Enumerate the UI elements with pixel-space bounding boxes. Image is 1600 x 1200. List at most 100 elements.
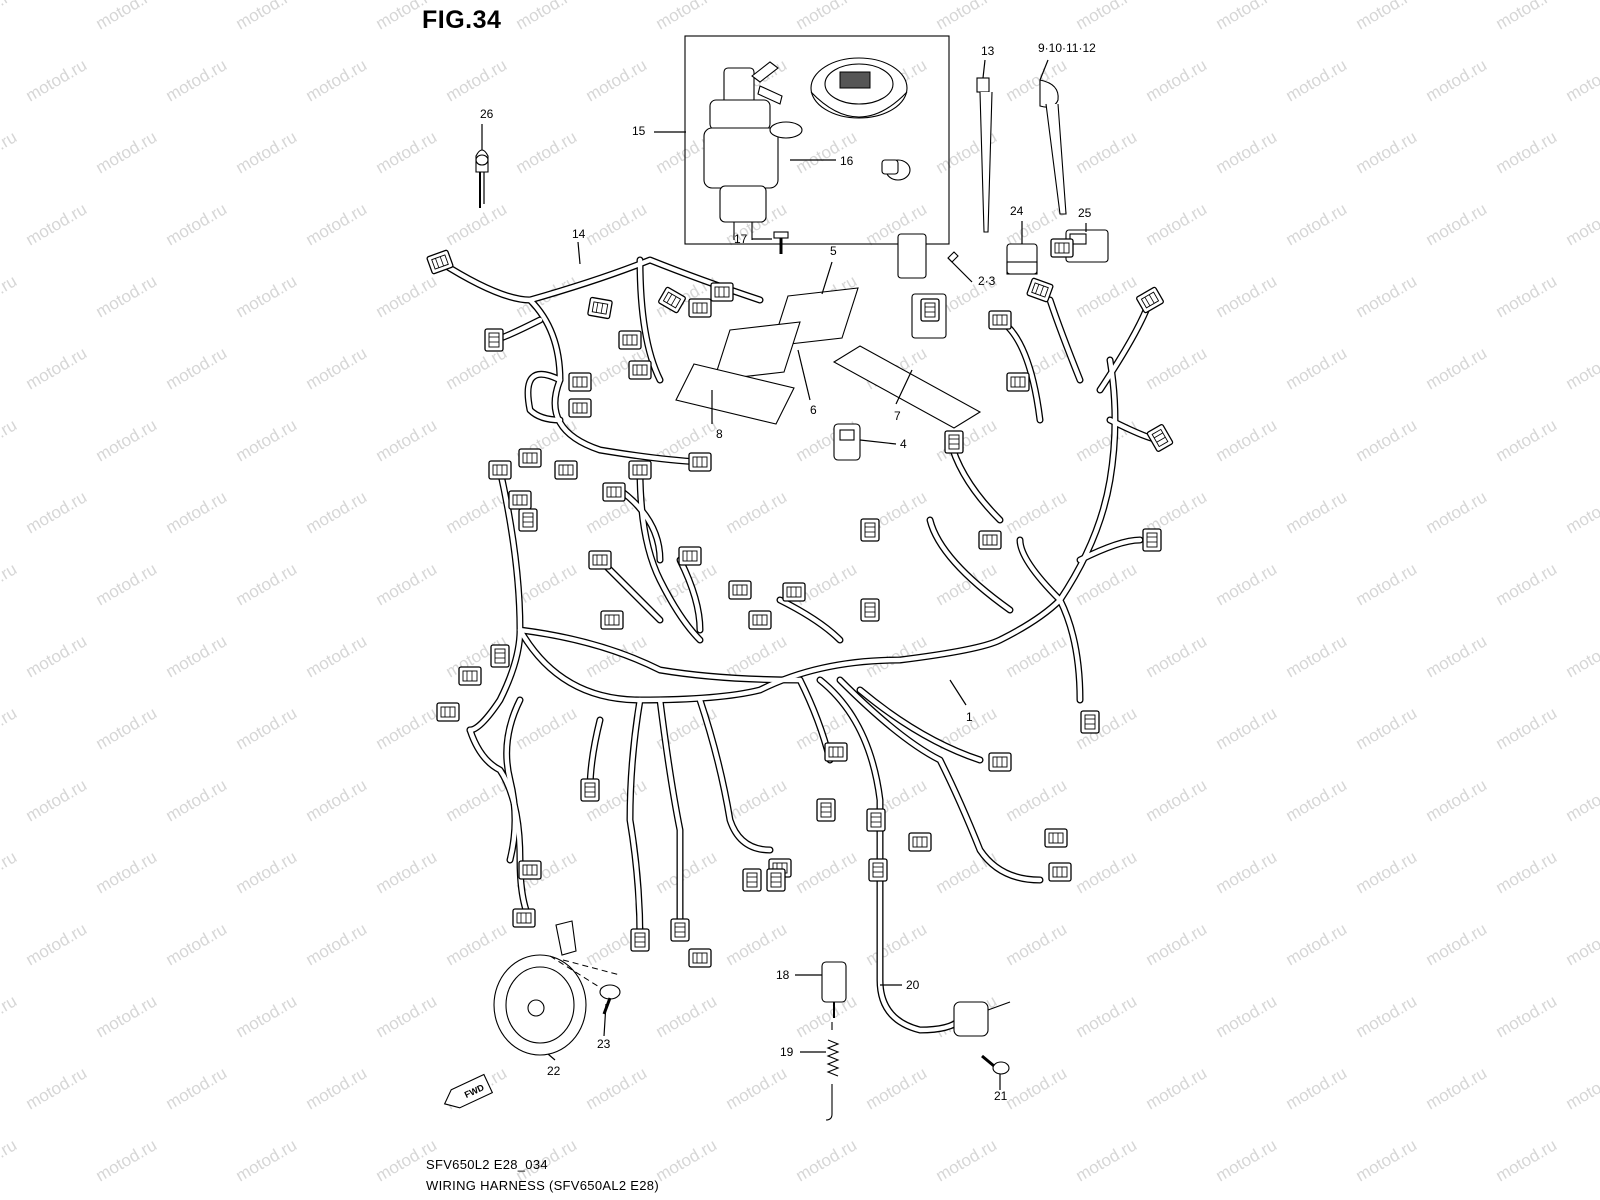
watermark-text: motod.ru [233, 415, 301, 465]
watermark-text: motod.ru [583, 55, 651, 105]
watermark-text: motod.ru [1493, 271, 1561, 321]
leader-line [797, 349, 811, 401]
watermark-text: motod.ru [373, 127, 441, 177]
watermark-text: motod.ru [93, 847, 161, 897]
watermark-text: motod.ru [1283, 55, 1351, 105]
watermark-text: motod.ru [653, 1135, 721, 1185]
watermark-text: motod.ru [1143, 343, 1211, 393]
harness-wire-inner [837, 677, 1043, 883]
watermark-text: motod.ru [443, 55, 511, 105]
watermark-text: motod.ru [1283, 919, 1351, 969]
watermark-text: motod.ru [723, 487, 791, 537]
watermark-text: motod.ru [793, 1135, 861, 1185]
label-sheet-6 [713, 321, 801, 381]
callout-label: 26 [480, 107, 494, 121]
watermark-text: motod.ru [0, 0, 20, 33]
watermark-text: motod.ru [933, 1135, 1001, 1185]
watermark-text: motod.ru [653, 991, 721, 1041]
watermark-text: motod.ru [1423, 487, 1491, 537]
watermark-text: motod.ru [93, 991, 161, 1041]
watermark-text: motod.ru [1143, 1063, 1211, 1113]
harness-connector-icon [508, 490, 532, 510]
watermark-text: motod.ru [1073, 415, 1141, 465]
leader-line [821, 261, 833, 295]
lock-cylinder-icon [881, 159, 911, 181]
harness-connector-icon [568, 372, 592, 392]
watermark-text: motod.ru [23, 55, 91, 105]
watermark-text: motod.ru [1493, 127, 1561, 177]
label-sheet-7 [832, 345, 982, 429]
leader-line [859, 439, 897, 445]
watermark-text: motod.ru [723, 1063, 791, 1113]
watermark-text: motod.ru [93, 271, 161, 321]
callout-label: 5 [830, 244, 837, 258]
cable-tie-13-icon [976, 77, 993, 233]
watermark-text: motod.ru [303, 775, 371, 825]
leader-line [982, 59, 986, 79]
watermark-text: motod.ru [23, 199, 91, 249]
watermark-text: motod.ru [93, 0, 161, 33]
watermark-text: motod.ru [303, 199, 371, 249]
callout-leaders [481, 59, 1087, 1090]
harness-connector-icon [630, 928, 650, 952]
watermark-text: motod.ru [1003, 775, 1071, 825]
harness-wire-inner [437, 257, 763, 303]
callout-label: 15 [632, 124, 646, 138]
harness-wire-inner [504, 697, 523, 863]
watermark-text: motod.ru [93, 127, 161, 177]
watermark-text: motod.ru [1353, 0, 1421, 33]
watermark-text: motod.ru [303, 1063, 371, 1113]
callout-label: 17 [734, 232, 748, 246]
watermark-text: motod.ru [93, 415, 161, 465]
harness-connector-icon [436, 702, 460, 722]
callout-label: 7 [894, 409, 901, 423]
watermark-text: motod.ru [373, 271, 441, 321]
ignition-switch-icon [703, 61, 803, 240]
harness-connector-icon [978, 530, 1002, 550]
watermark-text: motod.ru [373, 559, 441, 609]
watermark-text: motod.ru [933, 559, 1001, 609]
callout-label: 16 [840, 154, 854, 168]
spring-19-icon [825, 1022, 840, 1121]
watermark-text: motod.ru [0, 1135, 20, 1185]
watermark-text: motod.ru [0, 991, 20, 1041]
watermark-text: motod.ru [233, 1135, 301, 1185]
label-sheet-8 [675, 363, 795, 425]
watermark-text: motod.ru [1073, 127, 1141, 177]
harness-connector-icon [586, 296, 614, 320]
watermark-text: motod.ru [1213, 127, 1281, 177]
fuse-box-icon [897, 233, 959, 339]
watermark-text: motod.ru [1213, 1135, 1281, 1185]
harness-wire-inner [777, 597, 843, 643]
harness-connector-icon [1135, 286, 1165, 314]
watermark-text: motod.ru [1283, 487, 1351, 537]
watermark-text: motod.ru [1213, 847, 1281, 897]
watermark-text: motod.ru [1493, 847, 1561, 897]
watermark-text: motod.ru [23, 1063, 91, 1113]
harness-connector-icon [588, 550, 612, 570]
watermark-text: motod.ru [1073, 991, 1141, 1041]
screw-17-icon [773, 231, 789, 254]
leader-line [1039, 59, 1049, 81]
watermark-text: motod.ru [0, 847, 20, 897]
harness-connector-icon [710, 282, 734, 302]
harness-wire-inner [467, 467, 523, 733]
harness-wire-inner [527, 297, 703, 465]
watermark-text: motod.ru [1073, 271, 1141, 321]
watermark-text: motod.ru [1493, 703, 1561, 753]
watermark-text: motod.ru [1423, 55, 1491, 105]
watermark-text: motod.ru [1493, 559, 1561, 609]
harness-connector-icon [766, 868, 786, 892]
harness-connector-icon [678, 546, 702, 566]
watermark-text: motod.ru [583, 631, 651, 681]
watermark-text: motod.ru [1073, 0, 1141, 33]
harness-wire-inner [1077, 537, 1143, 563]
watermark-text: motod.ru [163, 631, 231, 681]
watermark-text: motod.ru [1073, 847, 1141, 897]
watermark-text: motod.ru [1143, 199, 1211, 249]
watermark-text: motod.ru [0, 703, 20, 753]
watermark-text: motod.ru [93, 559, 161, 609]
watermark-text: motod.ru [1003, 55, 1071, 105]
watermark-text: motod.ru [0, 415, 20, 465]
harness-wire-inner [1017, 537, 1063, 603]
